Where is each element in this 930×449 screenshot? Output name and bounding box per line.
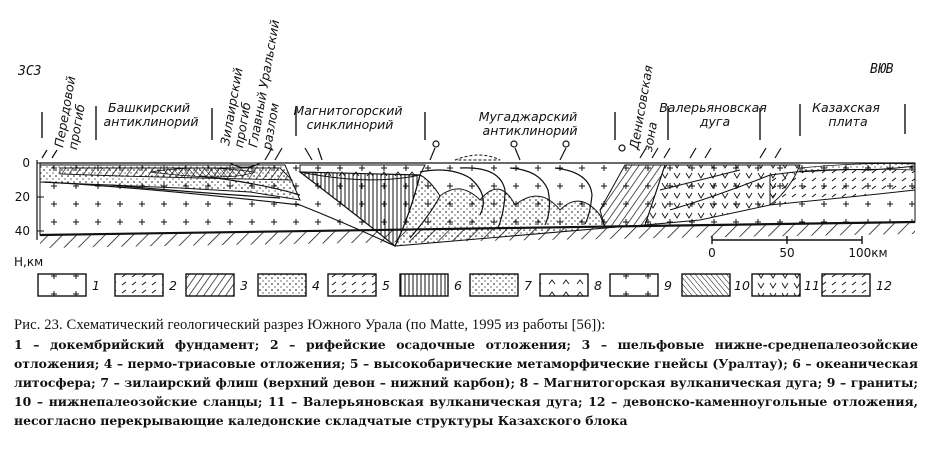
direction-left-label: ЗСЗ xyxy=(17,64,41,79)
legend-number-3: 3 xyxy=(240,278,248,293)
geological-cross-section: ЗСЗ ВЮВ Передовой прогиб Башкирский анти… xyxy=(14,15,916,297)
legend-swatch-5 xyxy=(327,273,377,297)
legend-swatch-8 xyxy=(539,273,589,297)
figure-caption: Рис. 23. Схематический геологический раз… xyxy=(14,316,918,430)
caption-heading: Рис. 23. Схематический геологический раз… xyxy=(14,317,606,333)
legend-number-12: 12 xyxy=(876,278,892,293)
zone-label-mugodzhar: Мугаджарский антиклинорий xyxy=(479,109,582,138)
legend-number-1: 1 xyxy=(92,278,100,293)
zone-boundary-marks xyxy=(41,104,906,140)
legend-swatch-10 xyxy=(681,273,731,297)
legend-swatch-6 xyxy=(399,273,449,297)
legend-number-6: 6 xyxy=(454,278,462,293)
depth-tick-40: 40 xyxy=(15,224,30,238)
zone-label-valeryanov: Валерьяновская дуга xyxy=(659,100,771,129)
legend-number-2: 2 xyxy=(169,278,177,293)
legend-swatch-9 xyxy=(609,273,659,297)
scale-tick-100: 100км xyxy=(848,246,887,260)
depth-tick-20: 20 xyxy=(15,190,30,204)
legend-swatch-1 xyxy=(37,273,87,297)
legend-number-8: 8 xyxy=(594,278,602,293)
direction-right-label: ВЮВ xyxy=(870,62,894,77)
zone-label-peredovoy: Передовой прогиб xyxy=(51,71,93,151)
legend-number-9: 9 xyxy=(664,278,672,293)
legend-swatch-12 xyxy=(821,273,871,297)
scale-tick-0: 0 xyxy=(708,246,716,260)
legend-swatch-7 xyxy=(469,273,519,297)
zone-label-kazakh-plate: Казахская плита xyxy=(812,100,884,129)
zone-label-bashkir: Башкирский антиклинорий xyxy=(104,100,199,129)
scale-bar: 0 50 100км xyxy=(708,236,888,260)
legend-number-4: 4 xyxy=(312,278,320,293)
caption-legend-text: 1 – докембрийский фундамент; 2 – рифейск… xyxy=(14,337,918,428)
section-body xyxy=(39,140,916,248)
legend-number-11: 11 xyxy=(804,278,820,293)
legend-number-5: 5 xyxy=(382,278,390,293)
legend-swatch-4 xyxy=(257,273,307,297)
legend-swatch-2 xyxy=(114,273,164,297)
scale-tick-50: 50 xyxy=(779,246,794,260)
legend-swatch-11 xyxy=(751,273,801,297)
legend-swatch-3 xyxy=(185,273,235,297)
legend-number-10: 10 xyxy=(734,278,750,293)
legend: 1 2 3 4 5 6 7 8 9 10 11 12 xyxy=(37,273,892,297)
zone-label-main-ural-fault: Главный Уральский разлом xyxy=(245,15,297,152)
depth-tick-0: 0 xyxy=(22,156,30,170)
depth-axis-label: Н,км xyxy=(14,255,43,269)
legend-number-7: 7 xyxy=(524,278,532,293)
zone-label-magnitogorsk: Магнитогорский синклинорий xyxy=(293,103,406,132)
